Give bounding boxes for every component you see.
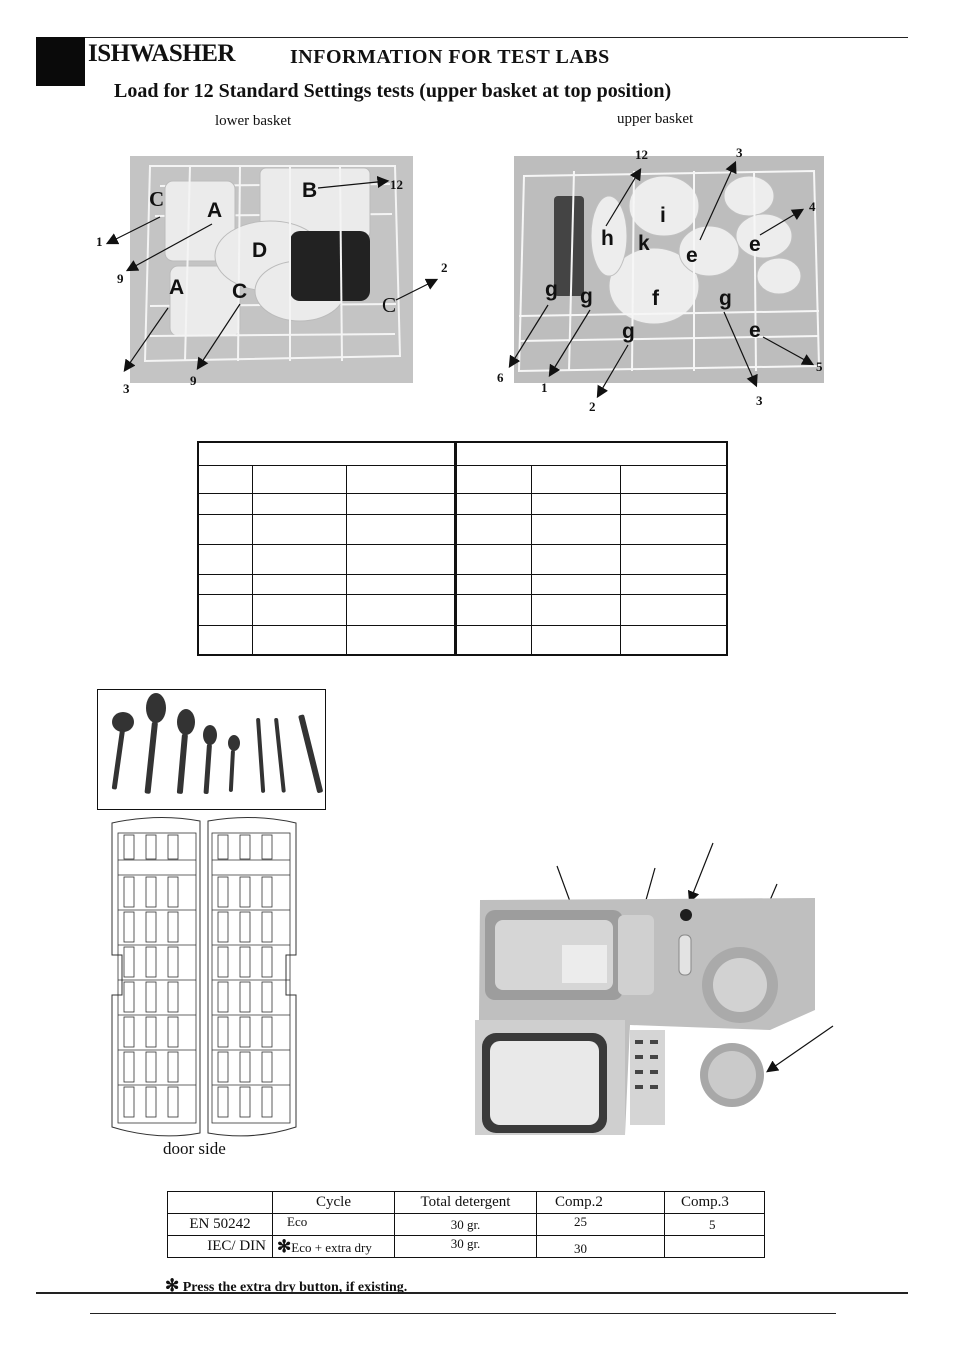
load-table-group-upper: [455, 441, 728, 466]
arrow-upper-6: [508, 304, 549, 369]
row-comp3: 5: [664, 1213, 765, 1236]
arrow-lower-2: [395, 278, 439, 301]
table-row: [197, 492, 728, 515]
upper-num-3a: 3: [736, 145, 743, 160]
load-table-group-lower: [197, 441, 457, 466]
brand-title: ISHWASHER: [88, 40, 235, 67]
arrow-dispenser-5: [766, 1025, 834, 1073]
lower-label-a2: A: [169, 276, 185, 299]
detergent-table-header: Cycle Total detergent Comp.2 Comp.3: [167, 1191, 765, 1214]
arrow-upper-1: [548, 309, 591, 378]
arrow-lower-3: [123, 307, 169, 372]
header-cell-blank: [167, 1191, 273, 1214]
header-cycle: Cycle: [272, 1191, 395, 1214]
arrow-lower-12: [317, 175, 390, 189]
arrow-upper-2: [596, 344, 629, 399]
row-cycle: Eco: [272, 1213, 395, 1236]
upper-label-k: k: [638, 232, 650, 255]
table-row: [197, 593, 728, 626]
arrow-lower-9a: [125, 223, 213, 272]
cutlery-drawing: [111, 693, 323, 794]
lower-label-b: B: [302, 179, 318, 202]
upper-label-g3: g: [719, 287, 732, 310]
upper-label-e3: e: [749, 319, 761, 342]
arrow-dispenser-3: [687, 842, 714, 904]
table-row: EN 50242 Eco 30 gr. 25 5: [167, 1213, 765, 1236]
footer-rule: [90, 1313, 836, 1314]
upper-num-4: 4: [809, 199, 816, 214]
lower-label-c1: C: [149, 187, 165, 211]
upper-num-2: 2: [589, 399, 596, 414]
row-total: 30 gr.: [394, 1213, 537, 1236]
lower-label-a1: A: [207, 199, 223, 222]
row-cycle-cell: ✻Eco + extra dry: [272, 1235, 395, 1258]
upper-label-i: i: [660, 204, 666, 227]
table-row: [197, 513, 728, 545]
bottom-rule: [36, 1292, 908, 1294]
upper-label-g2: g: [580, 285, 593, 308]
upper-label-g4: g: [622, 320, 635, 343]
arrow-lower-1: [105, 216, 161, 245]
upper-num-5: 5: [816, 359, 823, 374]
row-comp2: 25: [536, 1213, 665, 1236]
upper-num-6: 6: [497, 370, 504, 385]
door-side-caption: door side: [163, 1139, 226, 1158]
table-row: [197, 573, 728, 595]
upper-label-e2: e: [749, 233, 761, 256]
upper-label-h: h: [601, 227, 614, 250]
lower-num-1: 1: [96, 234, 103, 249]
lower-basket-drawing: [130, 156, 413, 383]
upper-basket-drawing: [514, 156, 824, 383]
table-row: [197, 543, 728, 575]
load-table: [197, 441, 728, 656]
detergent-dispenser-photo: [475, 898, 815, 1135]
arrow-upper-3a: [699, 160, 737, 241]
asterisk-icon: ✻: [165, 1276, 180, 1295]
row-standard: EN 50242: [167, 1213, 273, 1236]
lower-label-c3: C: [382, 293, 397, 317]
lower-num-2: 2: [441, 260, 448, 275]
upper-num-12: 12: [635, 147, 648, 162]
row-total: 30 gr.: [394, 1235, 537, 1258]
upper-label-e1: e: [686, 244, 698, 267]
detergent-table: Cycle Total detergent Comp.2 Comp.3 EN 5…: [167, 1191, 765, 1258]
header-comp3: Comp.3: [664, 1191, 765, 1214]
footnote: ✻ Press the extra dry button, if existin…: [165, 1276, 407, 1296]
upper-label-f: f: [652, 287, 659, 310]
cutlery-basket-drawing: [111, 816, 297, 1137]
section-title: INFORMATION FOR TEST LABS: [290, 46, 610, 68]
upper-basket-photo: [514, 156, 824, 383]
page-subtitle: Load for 12 Standard Settings tests (upp…: [114, 80, 672, 102]
lower-basket-caption: lower basket: [215, 113, 292, 129]
upper-num-1: 1: [541, 380, 548, 395]
row-standard: IEC/ DIN: [167, 1235, 273, 1258]
arrow-lower-9b: [196, 303, 241, 371]
table-row: [197, 624, 728, 656]
upper-num-3b: 3: [756, 393, 763, 408]
row-cycle: Eco + extra dry: [291, 1239, 372, 1255]
header-total-detergent: Total detergent: [394, 1191, 537, 1214]
arrow-upper-5: [762, 336, 815, 366]
lower-num-9a: 9: [117, 271, 124, 286]
lower-num-3: 3: [123, 381, 130, 396]
section-block-marker: [36, 37, 85, 86]
table-row: IEC/ DIN ✻Eco + extra dry 30 gr. 30: [167, 1235, 765, 1258]
upper-label-g1: g: [545, 278, 558, 301]
header-comp2: Comp.2: [536, 1191, 665, 1214]
arrow-upper-12: [605, 167, 642, 227]
footnote-text: Press the extra dry button, if existing.: [182, 1280, 408, 1295]
arrow-upper-3b: [723, 311, 758, 388]
top-rule: [36, 37, 908, 38]
row-comp3: [664, 1235, 765, 1258]
arrow-upper-4: [759, 208, 805, 236]
row-comp2: 30: [536, 1235, 665, 1258]
lower-num-9b: 9: [190, 373, 197, 388]
lower-num-12: 12: [390, 177, 403, 192]
lower-label-d: D: [252, 239, 268, 262]
lower-basket-photo: [130, 156, 413, 383]
asterisk-icon: ✻: [277, 1236, 292, 1256]
cutlery-photo: [97, 689, 326, 810]
upper-basket-caption: upper basket: [617, 111, 694, 127]
lower-label-c2: C: [232, 280, 248, 303]
